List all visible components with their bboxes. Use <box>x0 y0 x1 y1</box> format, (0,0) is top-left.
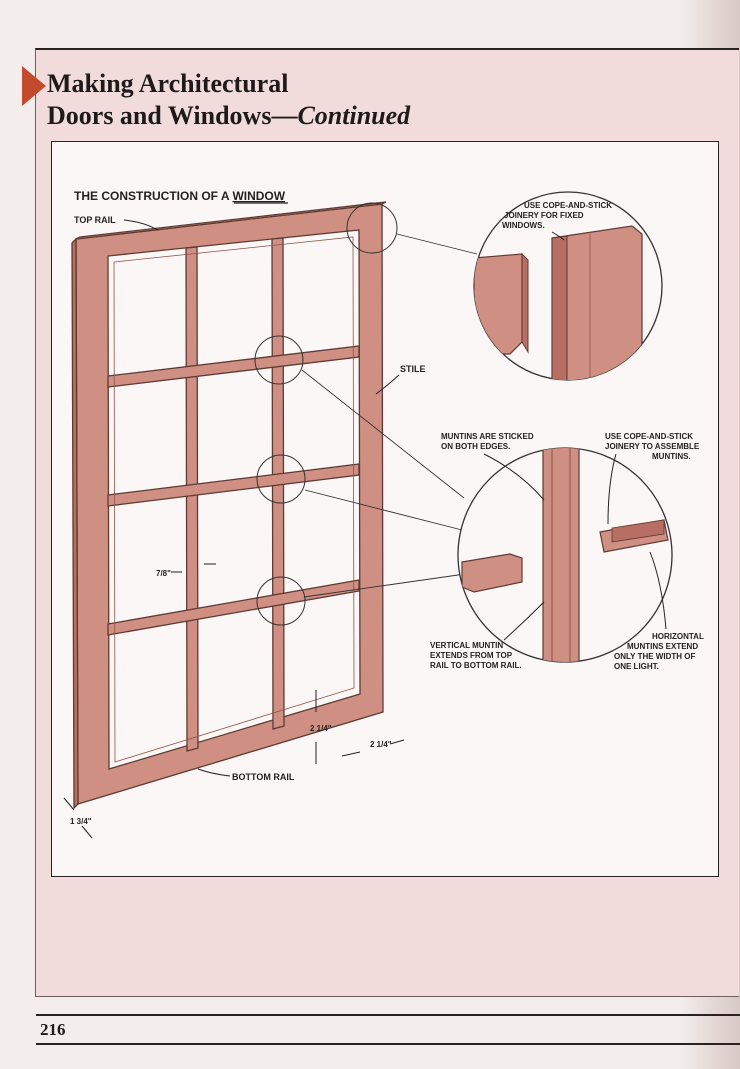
svg-text:WINDOWS.: WINDOWS. <box>502 221 545 230</box>
page-title: Making Architectural Doors and Windows—C… <box>47 68 410 132</box>
title-line-2: Doors and Windows— <box>47 101 298 130</box>
label-muntin-width: 7/8" <box>156 569 171 578</box>
callout-assemble-muntins: USE COPE-AND-STICK JOINERY TO ASSEMBLE M… <box>605 432 700 525</box>
svg-text:MUNTINS.: MUNTINS. <box>652 452 691 461</box>
page-number: 216 <box>40 1020 66 1039</box>
label-bottom-rail: BOTTOM RAIL <box>232 772 295 782</box>
footer-rule-top <box>36 1014 740 1016</box>
label-thickness: 1 3/4" <box>70 817 92 826</box>
svg-text:EXTENDS FROM TOP: EXTENDS FROM TOP <box>430 651 513 660</box>
svg-text:JOINERY TO ASSEMBLE: JOINERY TO ASSEMBLE <box>605 442 700 451</box>
window-frame <box>71 201 387 810</box>
svg-text:USE COPE-AND-STICK: USE COPE-AND-STICK <box>605 432 693 441</box>
illustration-heading: THE CONSTRUCTION OF A WINDOW <box>74 189 286 203</box>
svg-text:MUNTINS EXTEND: MUNTINS EXTEND <box>627 642 698 651</box>
callout-horizontal-muntins: HORIZONTAL MUNTINS EXTEND ONLY THE WIDTH… <box>614 551 704 671</box>
svg-text:ON BOTH EDGES.: ON BOTH EDGES. <box>441 442 510 451</box>
window-construction-drawing: THE CONSTRUCTION OF A WINDOW <box>63 189 704 839</box>
svg-text:HORIZONTAL: HORIZONTAL <box>652 632 704 641</box>
label-stile-width: 2 1/4" <box>370 740 392 749</box>
illustration-box: THE CONSTRUCTION OF A WINDOW <box>51 141 719 877</box>
svg-text:VERTICAL MUNTIN: VERTICAL MUNTIN <box>430 641 503 650</box>
footer-rule-bottom <box>36 1043 740 1045</box>
svg-text:MUNTINS ARE STICKED: MUNTINS ARE STICKED <box>441 432 534 441</box>
svg-text:ONLY THE WIDTH OF: ONLY THE WIDTH OF <box>614 652 695 661</box>
svg-text:ONE LIGHT.: ONE LIGHT. <box>614 662 659 671</box>
label-top-rail: TOP RAIL <box>74 215 116 225</box>
detail-muntin-joinery <box>457 447 673 663</box>
detail-fixed-joinery <box>473 191 663 381</box>
title-continued: Continued <box>297 101 411 130</box>
svg-text:JOINERY FOR FIXED: JOINERY FOR FIXED <box>504 211 584 220</box>
label-rail-height: 2 1/4" <box>310 724 332 733</box>
section-marker-icon <box>22 66 46 106</box>
callout-muntins-sticked: MUNTINS ARE STICKED ON BOTH EDGES. <box>441 432 545 501</box>
callout-vertical-muntin: VERTICAL MUNTIN EXTENDS FROM TOP RAIL TO… <box>430 601 545 670</box>
svg-text:RAIL TO BOTTOM RAIL.: RAIL TO BOTTOM RAIL. <box>430 661 522 670</box>
svg-text:USE COPE-AND-STICK: USE COPE-AND-STICK <box>524 201 612 210</box>
label-stile: STILE <box>400 364 426 374</box>
title-line-1: Making Architectural <box>47 69 289 98</box>
callout-fixed-windows: USE COPE-AND-STICK JOINERY FOR FIXED WIN… <box>502 201 612 241</box>
